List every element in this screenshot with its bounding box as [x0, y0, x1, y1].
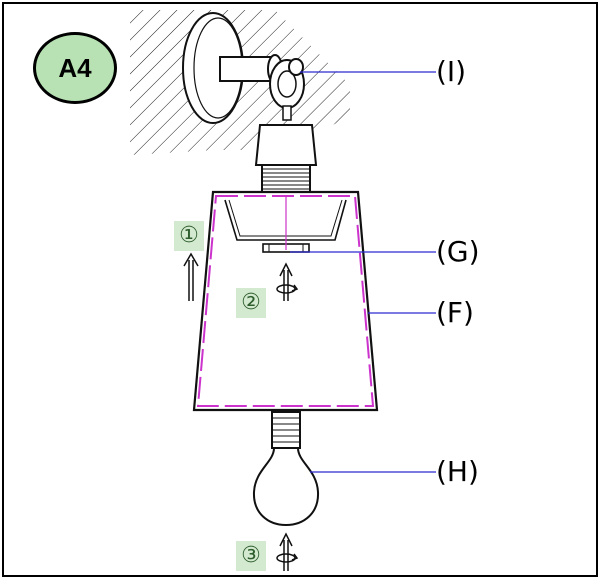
step-one-label: ① [174, 221, 204, 251]
step-two-arrow [276, 262, 299, 301]
step-three-label: ③ [236, 541, 266, 571]
light-bulb [252, 411, 320, 527]
hook-ring [269, 58, 305, 121]
diagram-frame [2, 2, 598, 577]
step-one-arrow [183, 252, 199, 301]
callout-shade: (F) [436, 296, 474, 329]
step-three-arrow [276, 532, 299, 571]
callout-bulb: (H) [436, 455, 479, 488]
leader-lines [290, 71, 436, 473]
lamp-socket [254, 124, 318, 193]
step-badge: A4 [33, 32, 117, 104]
callout-hook-ring: (I) [436, 55, 467, 88]
step-two-label: ② [236, 288, 266, 318]
callout-shade-ring: (G) [436, 235, 480, 268]
